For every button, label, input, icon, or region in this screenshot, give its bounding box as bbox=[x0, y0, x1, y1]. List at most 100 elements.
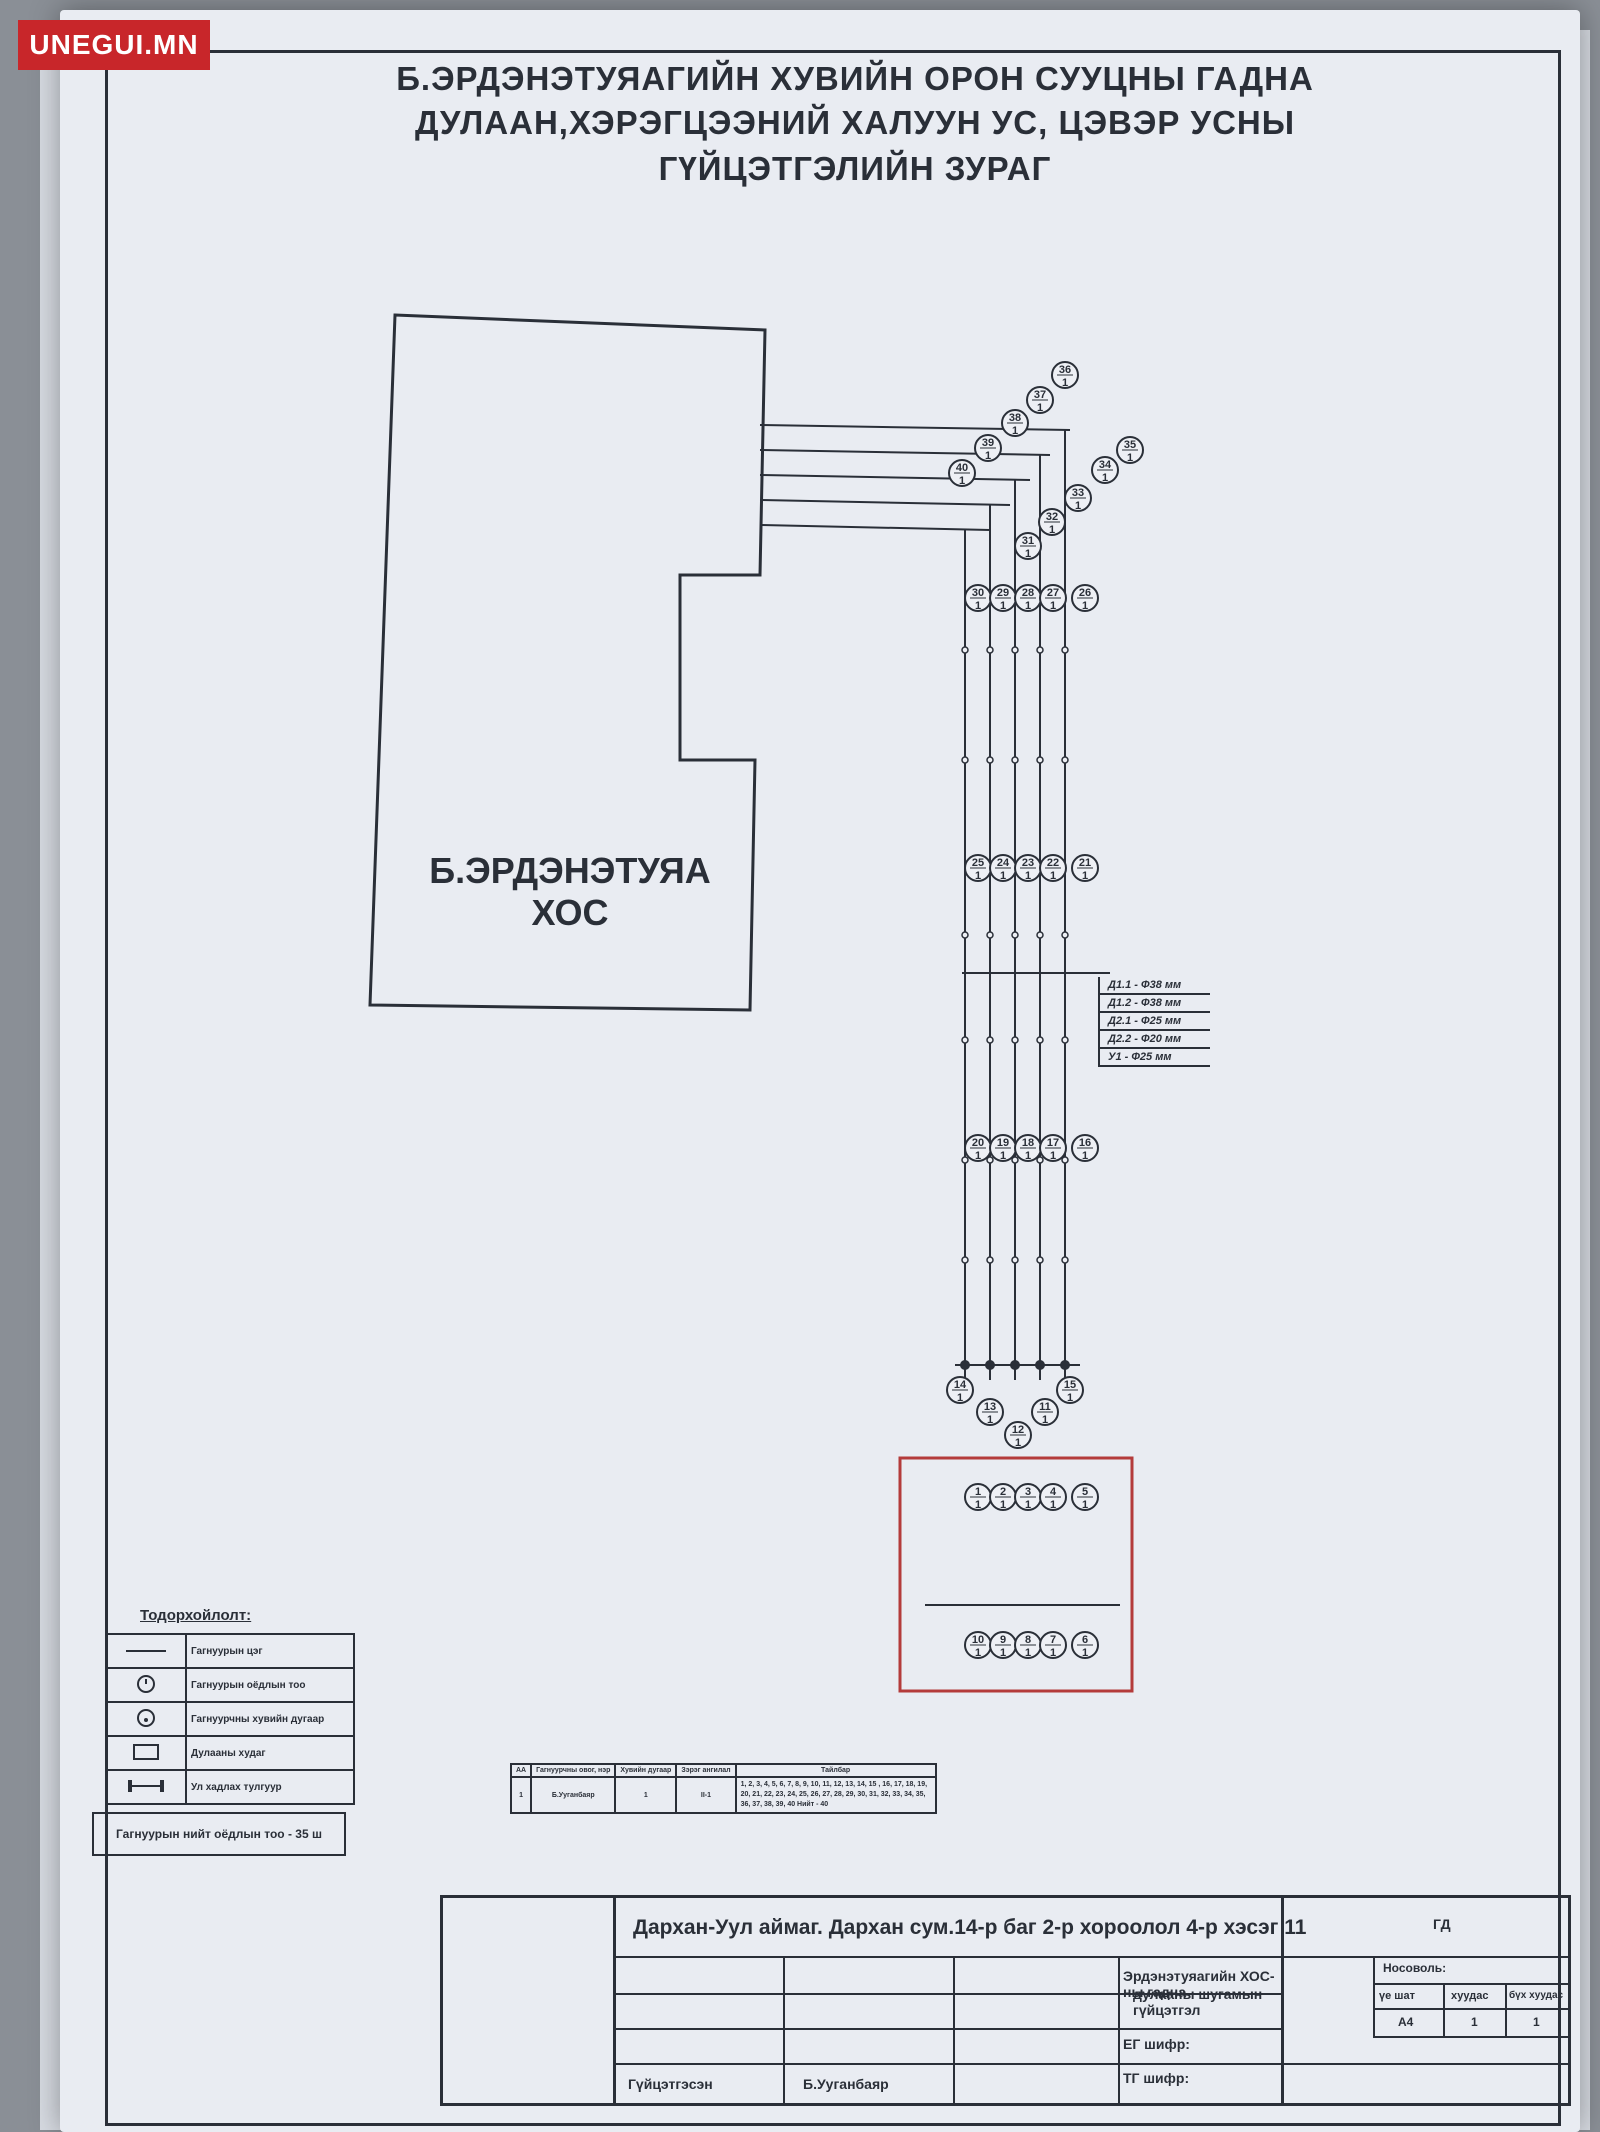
legend-row: Гагнуурын оёдлын тоо bbox=[105, 1667, 355, 1703]
weld-node: 101 bbox=[964, 1631, 992, 1659]
weld-point bbox=[1061, 1036, 1069, 1044]
weld-node-number: 12 bbox=[1012, 1424, 1024, 1436]
welder-schedule: АА Гагнуурчны овог, нэр Хувийн дугаар Зэ… bbox=[509, 1763, 937, 1814]
weld-node-number: 8 bbox=[1025, 1634, 1031, 1646]
weld-node-count: 1 bbox=[1049, 524, 1055, 536]
weld-node: 111 bbox=[1031, 1398, 1059, 1426]
performed-label: Гүйцэтгэсэн bbox=[628, 2076, 713, 2092]
schedule-header-cell: Гагнуурчны овог, нэр bbox=[530, 1763, 617, 1778]
weld-node: 221 bbox=[1039, 854, 1067, 882]
weld-point bbox=[1011, 1256, 1019, 1264]
weld-node-number: 29 bbox=[997, 587, 1009, 599]
weld-point bbox=[1061, 1256, 1069, 1264]
weld-node-count: 1 bbox=[1025, 1647, 1031, 1659]
weld-node-count: 1 bbox=[1000, 870, 1006, 882]
vertical-pipes bbox=[964, 430, 1066, 1380]
weld-node: 251 bbox=[964, 854, 992, 882]
weld-node-number: 30 bbox=[972, 587, 984, 599]
weld-node: 81 bbox=[1014, 1631, 1042, 1659]
weld-node-number: 26 bbox=[1079, 587, 1091, 599]
weld-node-count: 1 bbox=[1000, 1499, 1006, 1511]
stage-value: А4 bbox=[1398, 2015, 1414, 2029]
weld-node-number: 7 bbox=[1050, 1634, 1056, 1646]
weld-point bbox=[961, 1156, 969, 1164]
legend-row: Дулааны худаг bbox=[105, 1735, 355, 1771]
weld-node-number: 24 bbox=[997, 857, 1010, 869]
weld-point bbox=[1011, 931, 1019, 939]
total-seams: Гагнуурын нийт оёдлын тоо - 35 ш bbox=[92, 1812, 346, 1856]
drawing-frame bbox=[105, 50, 1561, 2126]
weld-line-icon bbox=[105, 1633, 187, 1669]
eg-code-label: ЕГ шифр: bbox=[1123, 2036, 1190, 2052]
seam-count-icon bbox=[105, 1667, 187, 1703]
weld-point bbox=[986, 931, 994, 939]
weld-node: 351 bbox=[1116, 436, 1144, 464]
weld-node: 191 bbox=[989, 1134, 1017, 1162]
weld-node-count: 1 bbox=[1082, 1499, 1088, 1511]
weld-node-number: 33 bbox=[1072, 487, 1084, 499]
weld-node: 181 bbox=[1014, 1134, 1042, 1162]
weld-point bbox=[961, 931, 969, 939]
weld-node-count: 1 bbox=[1012, 425, 1018, 437]
weld-node-count: 1 bbox=[1050, 870, 1056, 882]
weld-node-count: 1 bbox=[1000, 1150, 1006, 1162]
weld-point bbox=[1036, 646, 1044, 654]
weld-node-count: 1 bbox=[1025, 870, 1031, 882]
title-block: Дархан-Уул аймаг. Дархан сум.14-р баг 2-… bbox=[440, 1895, 1571, 2106]
weld-node-number: 18 bbox=[1022, 1137, 1034, 1149]
weld-node: 41 bbox=[1039, 1483, 1067, 1511]
building-type: ХОС bbox=[531, 892, 609, 933]
pipe-legend-item: Д2.1 - Ф25 мм bbox=[1100, 1013, 1210, 1031]
weld-node: 301 bbox=[964, 584, 992, 612]
weld-point bbox=[986, 756, 994, 764]
stage-label: үе шат bbox=[1379, 1990, 1415, 2002]
junction-point bbox=[1010, 1360, 1020, 1370]
weld-node: 91 bbox=[989, 1631, 1017, 1659]
schedule-header-cell: Зэрэг ангилал bbox=[675, 1763, 737, 1778]
weld-node: 401 bbox=[948, 459, 976, 487]
legend-label: Ул хадлах тулгуур bbox=[185, 1769, 355, 1805]
weld-node: 21 bbox=[989, 1483, 1017, 1511]
weld-node: 231 bbox=[1014, 854, 1042, 882]
weld-node-count: 1 bbox=[957, 1392, 963, 1404]
pipe-legend-item: Д2.2 - Ф20 мм bbox=[1100, 1031, 1210, 1049]
weld-node: 321 bbox=[1038, 508, 1066, 536]
weld-node-number: 36 bbox=[1059, 364, 1071, 376]
schedule-note: 1, 2, 3, 4, 5, 6, 7, 8, 9, 10, 11, 12, 1… bbox=[734, 1776, 937, 1814]
weld-point bbox=[1011, 756, 1019, 764]
weld-node-number: 27 bbox=[1047, 587, 1059, 599]
legend-row: Ул хадлах тулгуур bbox=[105, 1769, 355, 1805]
project-address: Дархан-Уул аймаг. Дархан сум.14-р баг 2-… bbox=[633, 1916, 1307, 1939]
weld-node-count: 1 bbox=[1067, 1392, 1073, 1404]
weld-node-count: 1 bbox=[1050, 1499, 1056, 1511]
legend-table: Гагнуурын цэг Гагнуурын оёдлын тоо Гагну… bbox=[105, 1633, 355, 1805]
weld-node-count: 1 bbox=[1000, 1647, 1006, 1659]
weld-node: 281 bbox=[1014, 584, 1042, 612]
weld-point bbox=[961, 1256, 969, 1264]
cross-connectors bbox=[925, 972, 1120, 1606]
watermark-logo: UNEGUI.MN bbox=[18, 20, 210, 70]
weld-node-count: 1 bbox=[975, 1150, 981, 1162]
weld-point bbox=[961, 756, 969, 764]
weld-node-number: 38 bbox=[1009, 412, 1021, 424]
weld-node: 11 bbox=[964, 1483, 992, 1511]
heat-well-outline bbox=[898, 1456, 1134, 1693]
legend-title: Тодорхойлолт: bbox=[140, 1607, 252, 1624]
weld-node-count: 1 bbox=[987, 1414, 993, 1426]
weld-point bbox=[1036, 1036, 1044, 1044]
weld-node-count: 1 bbox=[1037, 402, 1043, 414]
weld-node-count: 1 bbox=[1025, 1150, 1031, 1162]
weld-node-number: 19 bbox=[997, 1137, 1009, 1149]
pipe-legend: Д1.1 - Ф38 мм Д1.2 - Ф38 мм Д2.1 - Ф25 м… bbox=[1098, 977, 1210, 1067]
sheet-label: хуудас bbox=[1451, 1990, 1489, 2002]
weld-node-count: 1 bbox=[1050, 1150, 1056, 1162]
weld-node-number: 34 bbox=[1099, 459, 1112, 471]
schedule-cell: 1 bbox=[614, 1776, 678, 1814]
weld-point bbox=[1061, 756, 1069, 764]
weld-node: 211 bbox=[1071, 854, 1099, 882]
weld-point bbox=[1036, 1256, 1044, 1264]
weld-node: 241 bbox=[989, 854, 1017, 882]
weld-point bbox=[1036, 756, 1044, 764]
weld-point bbox=[1061, 646, 1069, 654]
